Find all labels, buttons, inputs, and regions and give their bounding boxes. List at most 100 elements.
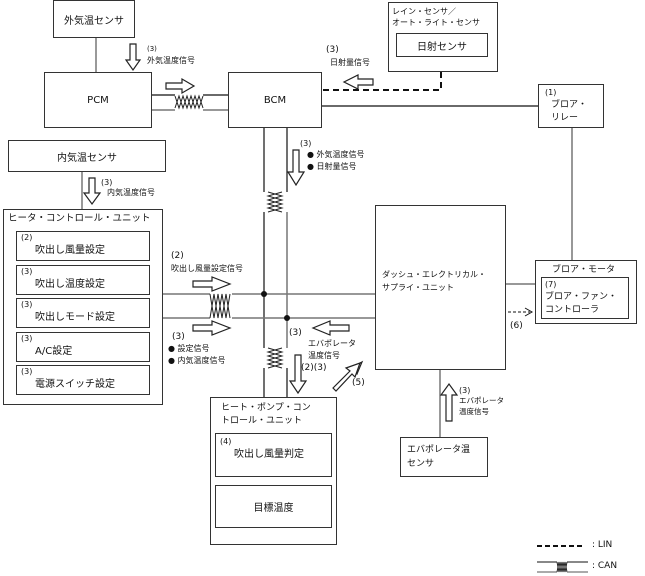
heater-item-temp: (3) 吹出し温度設定: [16, 265, 150, 295]
blower-fan-controller-line2: コントローラ: [545, 305, 600, 315]
evaporator-temp-sensor-box: エバポレータ温 センサ: [400, 437, 488, 477]
signal-arrow-6-num: (6): [510, 321, 523, 331]
heater-item-ac: (3) A/C設定: [16, 332, 150, 362]
heat-pump-item-label: 吹出し風量判定: [234, 449, 304, 460]
legend-can-label: : CAN: [592, 561, 618, 571]
signal-evap-line1: エバポレータ: [308, 339, 356, 348]
heat-pump-item-num: (4): [220, 437, 232, 446]
can-pcm-bcm: [152, 94, 228, 111]
signal-inside-temp-label: 内気温度信号: [107, 188, 155, 197]
pcm-label: PCM: [87, 94, 109, 106]
arrow-right-pcm-bcm: [165, 77, 196, 95]
signal-bcm-down-bullet-1: ● 外気温度信号: [307, 150, 365, 159]
signal-arrow-5-num: (5): [352, 378, 365, 388]
can-bcm-vertical: [263, 128, 288, 397]
heat-pump-item-label: 目標温度: [253, 503, 294, 514]
signal-evap-line2: 温度信号: [308, 351, 340, 360]
arrow-left-solar: [342, 74, 374, 90]
signal-outside-temp-num: (3): [147, 45, 157, 53]
signal-settings-bullet-1: ● 設定信号: [168, 344, 210, 353]
outside-temp-sensor-box: 外気温センサ: [53, 0, 135, 38]
signal-outside-temp-label: 外気温度信号: [147, 56, 195, 65]
heater-item-num: (3): [21, 267, 33, 276]
pcm-box: PCM: [44, 72, 152, 128]
rain-light-sensor-box: レイン・センサ／ オート・ライト・センサ 日射センサ: [388, 2, 498, 72]
heater-item-label: A/C設定: [35, 345, 73, 357]
bcm-label: BCM: [263, 94, 287, 106]
arrow-down-bcm: [286, 149, 306, 187]
heater-item-label: 吹出し風量設定: [35, 244, 105, 256]
signal-inside-temp-num: (3): [101, 178, 113, 187]
outside-temp-sensor-label: 外気温センサ: [64, 15, 124, 27]
arrow-5-body: [332, 362, 361, 392]
heater-item-power: (3) 電源スイッチ設定: [16, 365, 150, 395]
dash-unit-line2: サプライ・ユニット: [382, 283, 454, 292]
heater-control-unit-title: ヒータ・コントロール・ユニット: [8, 213, 151, 224]
heat-pump-item-airflow-judge: (4) 吹出し風量判定: [215, 433, 332, 477]
dash-unit-line1: ダッシュ・エレクトリカル・: [382, 270, 486, 279]
arrow-down-inside-temp: [82, 177, 102, 206]
arrow-up-evap: [439, 382, 459, 422]
signal-settings-bullet-2: ● 内気温度信号: [168, 356, 226, 365]
signal-junction-num: (3): [289, 328, 302, 338]
signal-bcm-down-num: (3): [300, 139, 312, 148]
signal-airflow-num: (2): [171, 251, 184, 261]
legend-lin-label: : LIN: [592, 540, 613, 550]
blower-fan-controller-box: (7) ブロア・ファン・ コントローラ: [541, 277, 629, 319]
heater-item-num: (3): [21, 334, 33, 343]
can-heater-horizontal: [163, 291, 375, 321]
heater-item-num: (2): [21, 233, 33, 242]
blower-relay-line2: リレー: [551, 113, 579, 123]
signal-bcm-down-bullet-2: ● 日射量信号: [307, 162, 357, 171]
blower-relay-box: (1) ブロア・ リレー: [538, 84, 604, 128]
blower-fan-controller-line1: ブロア・ファン・: [545, 292, 618, 302]
signal-evap-up-num: (3): [459, 386, 471, 395]
blower-relay-line1: ブロア・: [551, 100, 588, 110]
evap-sensor-line2: センサ: [407, 459, 435, 469]
inside-temp-sensor-box: 内気温センサ: [8, 140, 166, 172]
arrow-down-heat-pump: [288, 354, 308, 395]
blower-motor-box: ブロア・モータ (7) ブロア・ファン・ コントローラ: [535, 260, 637, 324]
heater-item-label: 吹出しモード設定: [35, 311, 115, 323]
bullet-text: 内気温度信号: [177, 356, 226, 365]
arrow-right-settings: [192, 320, 232, 336]
arrow-left-evap: [311, 320, 350, 336]
signal-settings-num: (3): [172, 332, 185, 342]
evap-sensor-line1: エバポレータ温: [407, 445, 471, 455]
heater-item-num: (3): [21, 367, 33, 376]
signal-evap-up-line1: エバポレータ: [459, 396, 504, 405]
solar-sensor-label: 日射センサ: [417, 41, 467, 53]
lin-rain-sensor-bcm: [322, 72, 442, 91]
arrow-right-airflow: [192, 276, 232, 292]
heater-control-unit-box: ヒータ・コントロール・ユニット (2) 吹出し風量設定 (3) 吹出し温度設定 …: [3, 209, 163, 405]
bcm-box: BCM: [228, 72, 322, 128]
heater-item-num: (3): [21, 300, 33, 309]
heater-item-label: 吹出し温度設定: [35, 278, 105, 290]
heat-pump-item-target-temp: 目標温度: [215, 485, 332, 528]
inside-temp-sensor-label: 内気温センサ: [57, 152, 117, 164]
rain-sensor-title-2: オート・ライト・センサ: [392, 18, 480, 27]
signal-evap-up-line2: 温度信号: [459, 407, 489, 416]
heater-item-label: 電源スイッチ設定: [35, 378, 115, 390]
heater-item-mode: (3) 吹出しモード設定: [16, 298, 150, 328]
arrow-down-outside-temp: [124, 43, 142, 72]
arrow-6: [508, 307, 534, 317]
blower-fan-controller-num: (7): [545, 280, 557, 289]
solar-sensor-box: 日射センサ: [396, 33, 488, 57]
heat-pump-control-unit-box: ヒート・ポンプ・コン トロール・ユニット (4) 吹出し風量判定 目標温度: [210, 397, 337, 545]
blower-relay-num: (1): [545, 88, 557, 97]
dash-electrical-supply-unit-box: ダッシュ・エレクトリカル・ サプライ・ユニット: [375, 205, 506, 370]
rain-sensor-title-1: レイン・センサ／: [392, 7, 456, 16]
heater-item-airflow: (2) 吹出し風量設定: [16, 231, 150, 261]
signal-solar-label: 日射量信号: [330, 58, 370, 67]
blower-motor-title: ブロア・モータ: [552, 265, 616, 275]
bullet-text: 日射量信号: [316, 162, 357, 171]
legend-can-line: [537, 561, 588, 573]
heat-pump-title-2: トロール・ユニット: [221, 416, 303, 426]
signal-solar-num: (3): [326, 45, 339, 55]
bullet-text: 設定信号: [177, 344, 210, 353]
bullet-text: 外気温度信号: [316, 150, 365, 159]
signal-airflow-label: 吹出し風量設定信号: [171, 264, 243, 273]
heat-pump-title-1: ヒート・ポンプ・コン: [221, 403, 311, 413]
